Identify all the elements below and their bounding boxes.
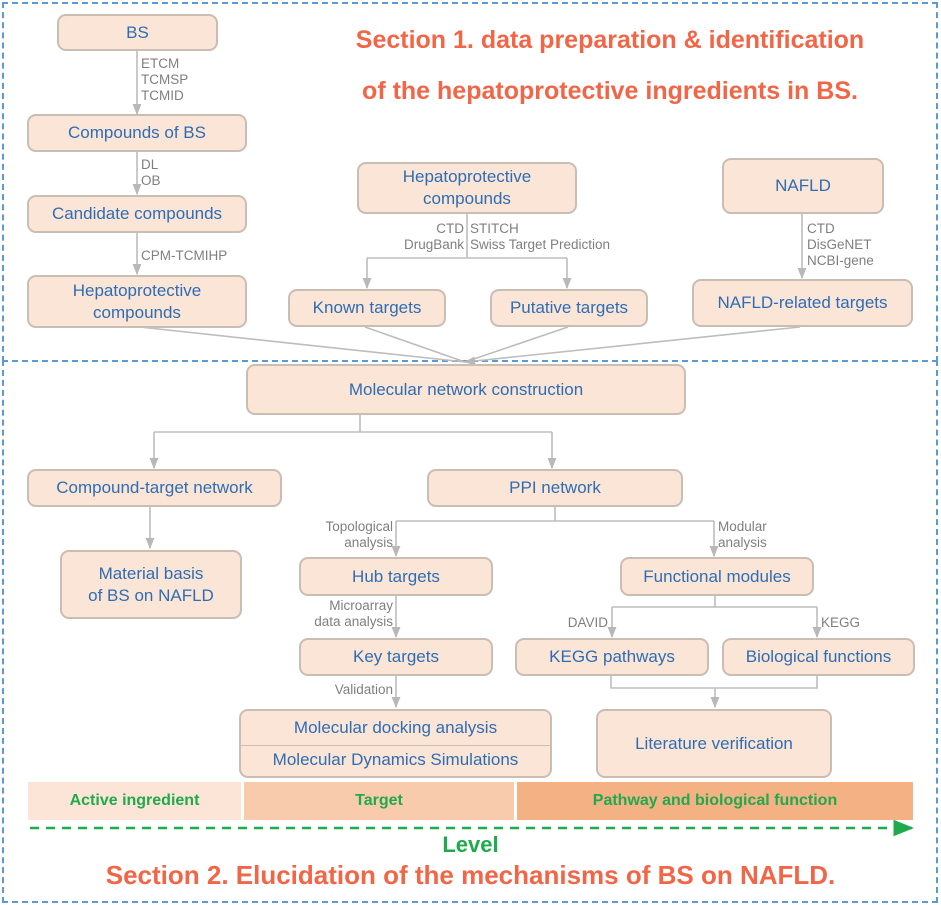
node-nafld: NAFLD — [722, 158, 884, 214]
node-literature-verification-label: Literature verification — [635, 733, 793, 753]
node-putative-targets-label: Putative targets — [509, 298, 629, 317]
edge-label-candidate-hepato: CPM-TCMIHP — [141, 248, 227, 264]
node-known-targets-label: Known targets — [312, 298, 422, 317]
edge-label-line: NCBI-gene — [807, 253, 874, 268]
node-kegg-pathways-label: KEGG pathways — [549, 647, 675, 666]
edge-label-line: Modular — [718, 519, 767, 534]
edge-label-line: Topological — [325, 519, 393, 534]
node-biological-functions-label: Biological functions — [745, 647, 892, 666]
node-compound-target-network: Compound-target network — [27, 469, 282, 507]
edge-label-line: TCMID — [141, 88, 184, 103]
section-1-title-line-1: Section 1. data preparation & identifica… — [355, 26, 865, 54]
node-bs-label: BS — [126, 22, 149, 42]
edge-label-ppi-modules: Modular analysis — [718, 519, 767, 551]
section-2-title: Section 2. Elucidation of the mechanisms… — [105, 860, 836, 890]
node-functional-modules: Functional modules — [620, 557, 814, 596]
node-ppi-network-label: PPI network — [509, 478, 601, 497]
edge-label-line: DL — [141, 157, 159, 172]
edge-label-compounds-candidate: DL OB — [141, 157, 161, 189]
edge-label-bs-compounds: ETCM TCMSP TCMID — [141, 56, 188, 104]
edge-label-line: ETCM — [141, 56, 180, 71]
edge-label-line: Microarray — [329, 598, 393, 613]
node-molecular-network-label: Molecular network construction — [348, 379, 584, 399]
section-1-title-line-2: of the hepatoprotective ingredients in B… — [362, 77, 858, 105]
edge-label-line: KEGG — [821, 615, 861, 630]
edge-label-line: DAVID — [567, 615, 608, 630]
edge-label-line: DrugBank — [403, 237, 464, 252]
node-biological-functions: Biological functions — [722, 638, 915, 676]
node-nafld-related-targets-label: NAFLD-related targets — [717, 293, 888, 312]
node-known-targets: Known targets — [288, 289, 446, 327]
edge-label-line: OB — [141, 173, 161, 188]
node-ppi-network: PPI network — [427, 469, 683, 507]
node-compound-target-network-label: Compound-target network — [56, 478, 253, 497]
node-putative-targets: Putative targets — [490, 289, 648, 327]
node-compounds-of-bs-label: Compounds of BS — [68, 123, 206, 142]
edge-label-line: Validation — [334, 682, 393, 697]
edge-label-line: TCMSP — [141, 72, 189, 87]
node-hub-targets: Hub targets — [299, 557, 493, 596]
level-axis-label: Level — [442, 832, 499, 857]
node-molecular-docking: Molecular docking analysis — [241, 711, 550, 746]
edge-label-line: STITCH — [470, 221, 519, 236]
node-material-basis-line1: Material basis — [98, 563, 204, 583]
node-literature-verification: Literature verification — [596, 709, 832, 778]
node-nafld-label: NAFLD — [775, 176, 831, 195]
level-band-label: Pathway and biological function — [592, 792, 838, 809]
edge-label-line: CTD — [436, 221, 464, 236]
node-hepato-left-line1: Hepatoprotective — [72, 280, 202, 300]
node-functional-modules-label: Functional modules — [643, 566, 791, 586]
node-hub-targets-label: Hub targets — [352, 566, 440, 586]
edge-label-hepato-putative: STITCH Swiss Target Prediction — [470, 221, 610, 253]
edge-label-modules-kegg: DAVID — [540, 615, 608, 631]
node-molecular-docking-label: Molecular docking analysis — [293, 718, 498, 737]
node-bs: BS — [57, 14, 218, 51]
node-key-targets: Key targets — [299, 638, 493, 676]
edge-label-line: DisGeNET — [807, 237, 872, 252]
node-nafld-related-targets: NAFLD-related targets — [692, 279, 913, 327]
node-molecular-dynamics-label: Molecular Dynamics Simulations — [272, 750, 519, 769]
edge-label-line: CPM-TCMIHP — [141, 248, 228, 263]
node-hepato-left-line2: compounds — [93, 302, 181, 322]
edge-label-key-docking: Validation — [290, 682, 393, 698]
section-1-frame — [2, 2, 938, 362]
edge-label-nafld-targets: CTD DisGeNET NCBI-gene — [807, 221, 874, 269]
node-candidate-compounds: Candidate compounds — [27, 195, 247, 233]
edge-label-line: data analysis — [314, 614, 393, 629]
node-docking-dynamics: Molecular docking analysis Molecular Dyn… — [239, 709, 552, 778]
edge-label-line: CTD — [807, 221, 835, 236]
edge-label-hepato-known: CTD DrugBank — [360, 221, 464, 253]
node-material-basis: Material basis of BS on NAFLD — [60, 550, 242, 619]
node-hepatoprotective-compounds-mid: Hepatoprotective compounds — [357, 162, 577, 214]
node-molecular-dynamics: Molecular Dynamics Simulations — [241, 744, 550, 776]
node-material-basis-line2: of BS on NAFLD — [88, 585, 214, 605]
node-key-targets-label: Key targets — [353, 647, 439, 666]
edge-label-hub-key: Microarray data analysis — [290, 598, 393, 630]
level-band-label: Target — [355, 792, 403, 809]
edge-label-line: analysis — [718, 535, 767, 550]
edge-label-line: Swiss Target Prediction — [470, 237, 611, 252]
node-compounds-of-bs: Compounds of BS — [27, 114, 247, 152]
node-hepatoprotective-compounds-left: Hepatoprotective compounds — [27, 275, 247, 328]
edge-label-line: analysis — [344, 535, 393, 550]
node-candidate-compounds-label: Candidate compounds — [51, 204, 223, 223]
level-band-active-ingredient: Active ingredient — [28, 782, 241, 820]
node-hepato-mid-line1: Hepatoprotective — [402, 167, 532, 186]
node-hepato-mid-line2: compounds — [423, 189, 511, 208]
level-band-pathway: Pathway and biological function — [517, 782, 913, 820]
node-molecular-network-construction: Molecular network construction — [246, 364, 686, 415]
level-band-target: Target — [244, 782, 514, 820]
node-kegg-pathways: KEGG pathways — [515, 638, 709, 676]
edge-label-modules-bio: KEGG — [821, 615, 860, 631]
edge-label-ppi-hub: Topological analysis — [290, 519, 393, 551]
level-band-label: Active ingredient — [69, 792, 200, 809]
